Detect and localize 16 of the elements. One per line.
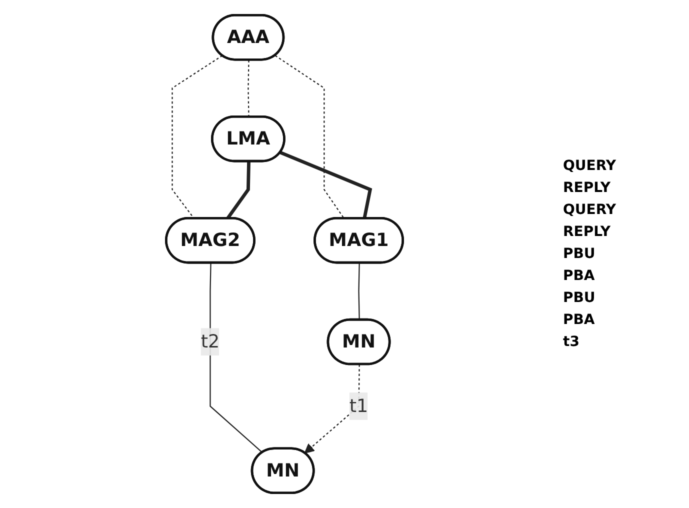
connector: [248, 60, 250, 118]
label-text: PBU: [563, 246, 596, 262]
label-text: REPLY: [563, 180, 612, 196]
label-text: REPLY: [563, 224, 612, 240]
label-text: PBA: [563, 268, 596, 284]
connector: [172, 55, 223, 219]
label-text: PBA: [563, 312, 596, 328]
edge-label: t1: [349, 394, 368, 416]
label-text: t3: [563, 334, 580, 350]
label-text: QUERY: [563, 158, 617, 174]
connector: [358, 263, 360, 320]
connector: [280, 151, 372, 219]
label-text: PBU: [563, 290, 596, 306]
label-text: QUERY: [563, 202, 617, 218]
edge-label: t2: [200, 330, 220, 352]
connector: [274, 55, 345, 219]
